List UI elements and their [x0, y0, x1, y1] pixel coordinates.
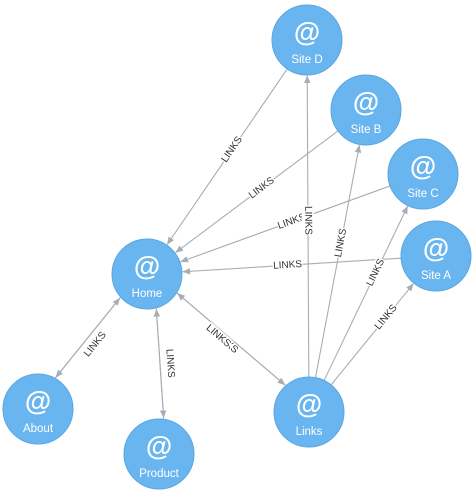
- edge-site_a-to-home: LINKS: [182, 257, 402, 275]
- edge-label-background: [218, 133, 246, 166]
- nodes-layer: @Site D@Site B@Site C@Site A@Home@About@…: [2, 4, 472, 490]
- edge-label-background: [272, 258, 303, 273]
- edge-site_c-to-home: LINKS: [180, 185, 391, 263]
- edge-product-to-home: LINKS: [153, 308, 177, 419]
- node-label: Links: [296, 426, 323, 438]
- at-sign-icon: @: [146, 431, 172, 461]
- edge-line: [330, 283, 414, 386]
- edge-about-to-home: LINKS: [54, 297, 121, 379]
- at-sign-icon: @: [25, 386, 51, 416]
- edge-line: [323, 205, 408, 381]
- edge-label-background: [363, 256, 388, 289]
- node-site-c[interactable]: @ Site C: [387, 138, 459, 210]
- at-sign-icon: @: [423, 233, 449, 263]
- edge-label-background: [81, 328, 110, 360]
- node-label: Home: [132, 288, 163, 300]
- node-label: Product: [139, 468, 179, 480]
- edge-label-background: [372, 301, 401, 333]
- node-circle: [273, 376, 345, 448]
- edge-label-background: [163, 347, 177, 379]
- edge-label: LINKS: [273, 259, 303, 272]
- node-label: Site B: [351, 124, 382, 136]
- node-circle: [2, 373, 74, 445]
- edge-label: LINKS: [219, 134, 245, 164]
- node-circle: [387, 138, 459, 210]
- edge-links-to-site_a: LINKS: [330, 283, 414, 386]
- node-home[interactable]: @ Home: [111, 238, 183, 310]
- node-circle: [271, 4, 343, 76]
- edge-label-background: [332, 227, 350, 259]
- edge-line: [54, 297, 121, 379]
- node-circle: [400, 220, 472, 292]
- edge-line: [153, 308, 165, 419]
- node-circle: [111, 238, 183, 310]
- at-sign-icon: @: [410, 151, 436, 181]
- node-label: Site A: [421, 270, 451, 282]
- at-sign-icon: @: [296, 389, 322, 419]
- edge-label-background: [275, 210, 308, 233]
- node-label: Site D: [291, 54, 322, 66]
- at-sign-icon: @: [353, 87, 379, 117]
- node-links[interactable]: @ Links: [273, 376, 345, 448]
- edge-links-to-site_d: LINKS: [301, 75, 315, 378]
- edge-line: [176, 292, 286, 386]
- node-site-d[interactable]: @ Site D: [271, 4, 343, 76]
- at-sign-icon: @: [294, 17, 320, 47]
- at-sign-icon: @: [134, 251, 160, 281]
- edge-site_d-to-home: LINKS: [166, 68, 288, 245]
- edge-links-to-site_b: LINKS: [314, 144, 362, 378]
- node-site-a[interactable]: @ Site A: [400, 220, 472, 292]
- edge-line: [314, 144, 362, 378]
- edge-label-background: [301, 205, 315, 236]
- node-label: Site C: [407, 188, 438, 200]
- edge-label: LINKS: [247, 175, 277, 201]
- edge-label: LINKS: [333, 227, 349, 258]
- edge-label-background: [246, 174, 278, 202]
- node-about[interactable]: @ About: [2, 373, 74, 445]
- node-circle: [123, 418, 195, 490]
- edge-label: LINKS: [365, 257, 388, 288]
- edge-label: LINKS: [163, 349, 176, 379]
- edge-label: LINKS: [373, 302, 400, 332]
- edge-label: LINKS: [302, 206, 313, 235]
- node-product[interactable]: @ Product: [123, 418, 195, 490]
- node-site-b[interactable]: @ Site B: [330, 74, 402, 146]
- edge-label-background: [203, 321, 234, 351]
- node-circle: [330, 74, 402, 146]
- node-label: About: [23, 423, 54, 435]
- edge-home-to-links: LINKS: [176, 292, 286, 386]
